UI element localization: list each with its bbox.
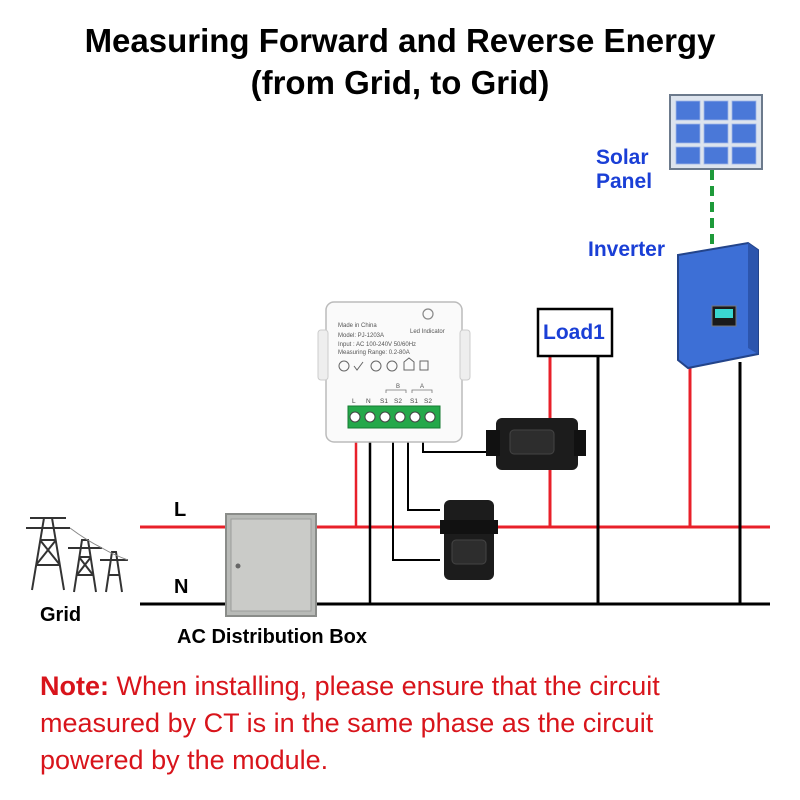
module-group-a: A <box>420 384 424 390</box>
grid-tower-icon <box>26 517 129 593</box>
module-model: Model: PJ-1203A <box>338 333 384 339</box>
terminal-label-l: L <box>352 398 356 405</box>
page-title: Measuring Forward and Reverse Energy <box>84 22 716 59</box>
installation-note: Note: When installing, please ensure tha… <box>40 668 760 779</box>
module-group-b: B <box>396 384 400 390</box>
module-range: Measuring Range: 0.2-80A <box>338 350 410 356</box>
ct1-wire-1 <box>422 440 496 453</box>
ac-distribution-box <box>225 513 317 617</box>
ct2-wire-2 <box>407 440 440 511</box>
note-text: When installing, please ensure that the … <box>40 671 660 775</box>
load-box <box>536 307 614 358</box>
terminal-label-b-s2: S2 <box>394 398 402 405</box>
solar-panel-icon <box>669 94 763 170</box>
module-input: Input : AC 100-240V 50/60Hz <box>338 342 416 348</box>
inverter-label: Inverter <box>588 238 666 261</box>
terminal-label-b-s1: S1 <box>380 398 388 405</box>
neutral-label: N <box>174 576 189 598</box>
module-made-in: Made in China <box>338 323 377 329</box>
ct-clamp-1 <box>486 418 586 470</box>
terminal-screws <box>349 411 436 423</box>
solar-panel-label-line2: Panel <box>596 170 653 193</box>
terminal-label-a-s1: S1 <box>410 398 418 405</box>
ct-clamp-2 <box>440 500 498 580</box>
page-subtitle: (from Grid, to Grid) <box>250 64 550 101</box>
grid-label: Grid <box>40 604 82 626</box>
energy-meter-module: Made in China Model: PJ-1203A Led Indica… <box>317 301 471 443</box>
cert-icons <box>338 357 429 372</box>
live-label: L <box>174 499 187 521</box>
solar-panel-label-line1: Solar <box>596 146 649 169</box>
inverter-icon <box>677 241 759 370</box>
note-lead: Note: <box>40 671 109 701</box>
ac-box-label: AC Distribution Box <box>177 626 367 648</box>
terminal-label-n: N <box>366 398 371 405</box>
module-led-label: Led Indicator <box>410 329 445 335</box>
ct2-wire-1 <box>392 440 440 561</box>
load-label: Load1 <box>543 321 605 344</box>
terminal-label-a-s2: S2 <box>424 398 432 405</box>
